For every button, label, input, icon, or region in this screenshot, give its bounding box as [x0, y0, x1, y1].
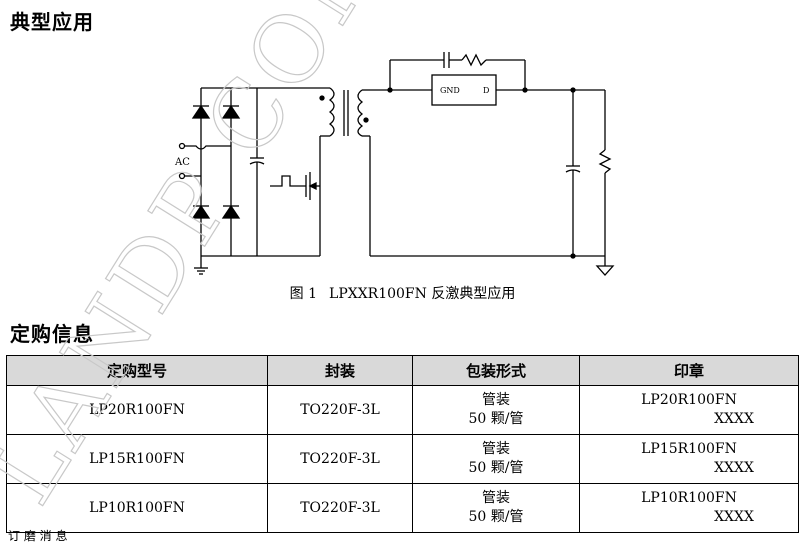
marking-line2: XXXX: [714, 509, 754, 525]
flyback-schematic: AC: [174, 52, 615, 276]
marking-cell: LP15R100FN XXXX: [579, 434, 799, 484]
figure-number: 图 1: [289, 286, 318, 302]
ac-label: AC: [174, 157, 190, 168]
packing-qty: 50 颗/管: [468, 460, 524, 476]
ordering-table: 定购型号 封装 包装形式 印章 LP20R100FN TO220F-3L 管装 5…: [6, 355, 799, 533]
section-title-ordering: 定购信息: [10, 322, 94, 346]
section-title-application: 典型应用: [10, 10, 94, 34]
footer-text: 订 磨 消 息: [8, 529, 68, 543]
packing-type: 管装: [482, 392, 510, 408]
gnd-pin-label: GND: [440, 86, 460, 95]
marking-cell: LP10R100FN XXXX: [579, 483, 799, 533]
column-header: 包装形式: [412, 355, 580, 386]
packing-qty: 50 颗/管: [468, 411, 524, 427]
marking-line1: LP10R100FN: [641, 490, 737, 506]
model-cell: LP10R100FN: [6, 483, 268, 533]
d-pin-label: D: [483, 86, 489, 95]
table-row: LP20R100FN TO220F-3L 管装 50 颗/管 LP20R100FN…: [6, 385, 799, 435]
marking-line2: XXXX: [714, 411, 754, 427]
output-ic: [387, 52, 605, 106]
packing-qty: 50 颗/管: [468, 509, 524, 525]
packing-type: 管装: [482, 490, 510, 506]
packing-cell: 管装 50 颗/管: [412, 434, 580, 484]
marking-cell: LP20R100FN XXXX: [579, 385, 799, 435]
bridge-rectifier: [178, 87, 257, 257]
marking-line1: LP20R100FN: [641, 392, 737, 408]
table-header-row: 定购型号 封装 包装形式 印章: [6, 355, 799, 386]
package-cell: TO220F-3L: [267, 483, 413, 533]
mosfet-switch: [270, 172, 321, 256]
packing-cell: 管装 50 颗/管: [412, 483, 580, 533]
table-row: LP10R100FN TO220F-3L 管装 50 颗/管 LP10R100FN…: [6, 483, 799, 533]
model-cell: LP20R100FN: [6, 385, 268, 435]
column-header: 定购型号: [6, 355, 268, 386]
packing-type: 管装: [482, 441, 510, 457]
marking-line2: XXXX: [714, 460, 754, 476]
model-cell: LP15R100FN: [6, 434, 268, 484]
packing-cell: 管装 50 颗/管: [412, 385, 580, 435]
column-header: 印章: [579, 355, 799, 386]
figure-caption-text: LPXXR100FN 反激典型应用: [329, 286, 516, 302]
table-row: LP15R100FN TO220F-3L 管装 50 颗/管 LP15R100FN…: [6, 434, 799, 484]
package-cell: TO220F-3L: [267, 434, 413, 484]
figure-caption: 图 1 LPXXR100FN 反激典型应用: [0, 283, 805, 303]
marking-line1: LP15R100FN: [641, 441, 737, 457]
package-cell: TO220F-3L: [267, 385, 413, 435]
column-header: 封装: [267, 355, 413, 386]
